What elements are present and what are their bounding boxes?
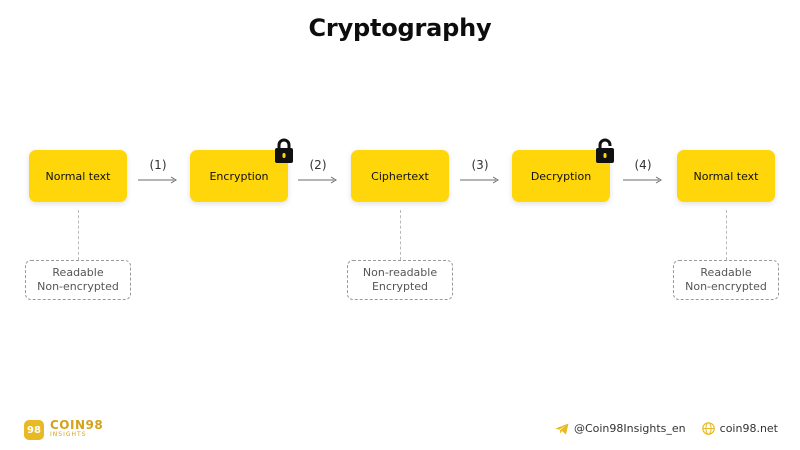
website-link[interactable]: coin98.net [701, 422, 778, 435]
flow-arrow-3: (3) [460, 158, 500, 198]
note-line: Readable [700, 266, 752, 279]
step-label: (3) [471, 158, 489, 172]
unlocked-padlock-icon [594, 138, 616, 164]
decryption-box: Decryption [512, 150, 610, 202]
telegram-link[interactable]: @Coin98Insights_en [555, 422, 686, 435]
dashed-connector [400, 210, 401, 260]
telegram-handle: @Coin98Insights_en [573, 422, 686, 435]
page-title: Cryptography [308, 14, 492, 42]
box-label: Normal text [45, 169, 111, 183]
dashed-connector [726, 210, 727, 260]
note-line: Encrypted [371, 280, 429, 293]
website-url: coin98.net [719, 422, 778, 435]
telegram-icon [555, 423, 569, 434]
brand-sub: INSIGHTS [50, 431, 87, 438]
note-readable-end: Readable Non-encrypted [673, 260, 779, 300]
note-encrypted: Non-readable Encrypted [347, 260, 453, 300]
flow-arrow-4: (4) [623, 158, 663, 198]
step-label: (1) [149, 158, 167, 172]
box-label: Normal text [693, 169, 759, 183]
arrow-right-icon [623, 176, 662, 184]
encryption-box: Encryption [190, 150, 288, 202]
normal-text-box-end: Normal text [677, 150, 775, 202]
dashed-connector [78, 210, 79, 260]
normal-text-box-start: Normal text [29, 150, 127, 202]
brand-badge: 98 [24, 420, 44, 440]
step-label: (4) [634, 158, 652, 172]
brand-text: COIN98 INSIGHTS [50, 418, 104, 440]
note-line: Non-encrypted [37, 280, 119, 293]
flow-arrow-2: (2) [298, 158, 338, 198]
note-line: Non-encrypted [685, 280, 767, 293]
box-label: Encryption [209, 169, 269, 183]
locked-padlock-icon [273, 138, 295, 164]
arrow-right-icon [298, 176, 337, 184]
footer-links: @Coin98Insights_en coin98.net [555, 422, 778, 435]
brand-logo: 98 COIN98 INSIGHTS [24, 418, 104, 440]
box-label: Decryption [530, 169, 592, 183]
note-readable-start: Readable Non-encrypted [25, 260, 131, 300]
globe-icon [701, 422, 715, 435]
arrow-right-icon [138, 176, 177, 184]
note-line: Non-readable [362, 266, 438, 279]
step-label: (2) [309, 158, 327, 172]
box-label: Ciphertext [371, 169, 429, 183]
ciphertext-box: Ciphertext [351, 150, 449, 202]
note-line: Readable [52, 266, 104, 279]
flow-arrow-1: (1) [138, 158, 178, 198]
arrow-right-icon [460, 176, 499, 184]
brand-name: COIN98 [50, 418, 104, 432]
